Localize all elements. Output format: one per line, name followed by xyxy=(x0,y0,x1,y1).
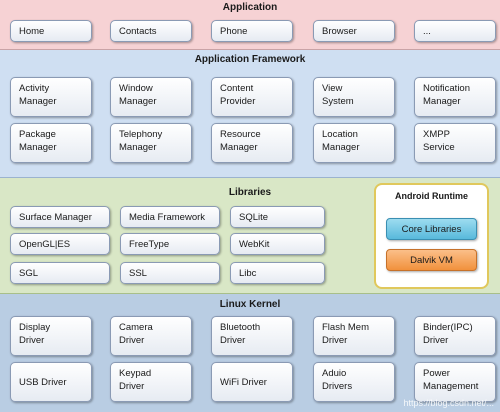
library-label: Media Framework xyxy=(129,211,206,223)
framework-component-label: Resource xyxy=(220,129,261,140)
kernel-driver-label: Driver xyxy=(19,335,45,346)
framework-component-label: System xyxy=(322,96,354,107)
framework-layer-title: Application Framework xyxy=(194,54,306,65)
library-box: WebKit xyxy=(230,233,325,255)
library-label: Libc xyxy=(239,267,257,279)
kernel-driver-box: WiFi Driver xyxy=(211,362,293,402)
application-layer: Application Home Contacts Phone Browser... xyxy=(0,0,500,50)
framework-component-label: Provider xyxy=(220,96,256,107)
framework-component-label: Manager xyxy=(19,96,57,107)
library-label: SSL xyxy=(129,267,147,279)
framework-component-label: Service xyxy=(423,142,455,153)
kernel-driver-label: Driver xyxy=(220,335,246,346)
app-browser-box: Browser xyxy=(313,20,395,42)
kernel-driver-label: Keypad xyxy=(119,368,152,379)
libraries-layer-title: Libraries xyxy=(228,187,272,198)
app-label: Home xyxy=(19,25,45,37)
framework-component-label: Telephony xyxy=(119,129,163,140)
android-runtime-panel: Android Runtime Core Libraries Dalvik VM xyxy=(374,183,489,289)
app-contacts-box: Contacts xyxy=(110,20,192,42)
library-label: WebKit xyxy=(239,238,270,250)
framework-component-label: XMPP xyxy=(423,129,450,140)
app-label: Contacts xyxy=(119,25,157,37)
core-libraries-box: Core Libraries xyxy=(386,218,477,240)
library-label: FreeType xyxy=(129,238,170,250)
library-label: Surface Manager xyxy=(19,211,92,223)
framework-component-label: Manager xyxy=(220,142,258,153)
kernel-driver-label: USB Driver xyxy=(19,376,67,388)
kernel-driver-label: Driver xyxy=(423,335,449,346)
library-box: SGL xyxy=(10,262,110,284)
library-box: Media Framework xyxy=(120,206,220,228)
library-box: SQLite xyxy=(230,206,325,228)
framework-component-label: Activity xyxy=(19,83,50,94)
framework-component-label: Package xyxy=(19,129,56,140)
framework-component-label: Location xyxy=(322,129,358,140)
framework-component-label: Window xyxy=(119,83,153,94)
kernel-layer-title: Linux Kernel xyxy=(219,299,281,310)
library-box: Surface Manager xyxy=(10,206,110,228)
library-box: Libc xyxy=(230,262,325,284)
library-box: SSL xyxy=(120,262,220,284)
library-label: OpenGL|ES xyxy=(19,238,71,250)
kernel-driver-label: Management xyxy=(423,381,479,392)
library-box: FreeType xyxy=(120,233,220,255)
kernel-driver-label: Display xyxy=(19,322,51,333)
app-phone-box: Phone xyxy=(211,20,293,42)
android-runtime-title: Android Runtime xyxy=(395,191,468,201)
kernel-driver-label: Driver xyxy=(322,335,348,346)
app-home-box: Home xyxy=(10,20,92,42)
kernel-driver-label: Aduio xyxy=(322,368,347,379)
app-more-box: ... xyxy=(414,20,496,42)
kernel-driver-label: Camera xyxy=(119,322,153,333)
framework-component-label: Content xyxy=(220,83,254,94)
app-label: Browser xyxy=(322,25,357,37)
app-label: ... xyxy=(423,25,431,37)
framework-component-box: XMPP Service xyxy=(414,123,496,163)
kernel-driver-label: Power xyxy=(423,368,450,379)
framework-component-label: Manager xyxy=(322,142,360,153)
kernel-driver-box: Binder(IPC) Driver xyxy=(414,316,496,356)
kernel-driver-label: Binder(IPC) xyxy=(423,322,473,333)
kernel-driver-label: Driver xyxy=(119,381,145,392)
watermark-text: https://blog.csdn.net/... xyxy=(403,398,494,408)
library-box: OpenGL|ES xyxy=(10,233,110,255)
application-layer-title: Application xyxy=(222,2,278,13)
framework-component-label: Manager xyxy=(19,142,57,153)
framework-component-label: Manager xyxy=(119,96,157,107)
dalvik-vm-box: Dalvik VM xyxy=(386,249,477,271)
kernel-driver-label: WiFi Driver xyxy=(220,376,267,388)
framework-component-label: Notification xyxy=(423,83,470,94)
kernel-driver-label: Flash Mem xyxy=(322,322,369,333)
framework-component-label: Manager xyxy=(423,96,461,107)
framework-component-label: View xyxy=(322,83,343,94)
library-label: SGL xyxy=(19,267,39,279)
kernel-driver-label: Drivers xyxy=(322,381,353,392)
kernel-driver-label: Bluetooth xyxy=(220,322,261,333)
kernel-driver-label: Driver xyxy=(119,335,145,346)
app-label: Phone xyxy=(220,25,248,37)
kernel-driver-box: USB Driver xyxy=(10,362,92,402)
library-label: SQLite xyxy=(239,211,269,223)
framework-component-label: Manager xyxy=(119,142,157,153)
